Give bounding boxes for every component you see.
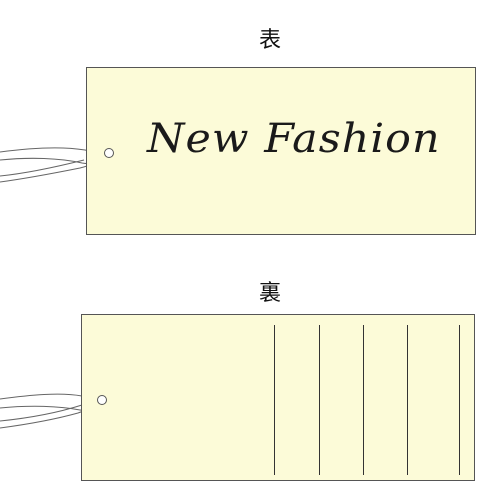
tag-hole bbox=[97, 395, 107, 405]
back-side-label: 裏 bbox=[258, 281, 281, 306]
writing-line bbox=[407, 325, 408, 475]
writing-line bbox=[459, 325, 460, 475]
writing-line bbox=[274, 325, 275, 475]
tag-front: New Fashion bbox=[86, 67, 476, 235]
tag-text: New Fashion bbox=[147, 116, 441, 162]
front-side-label: 表 bbox=[258, 28, 281, 53]
tag-back bbox=[81, 314, 475, 481]
writing-line bbox=[363, 325, 364, 475]
tag-hole bbox=[104, 148, 114, 158]
writing-line bbox=[319, 325, 320, 475]
